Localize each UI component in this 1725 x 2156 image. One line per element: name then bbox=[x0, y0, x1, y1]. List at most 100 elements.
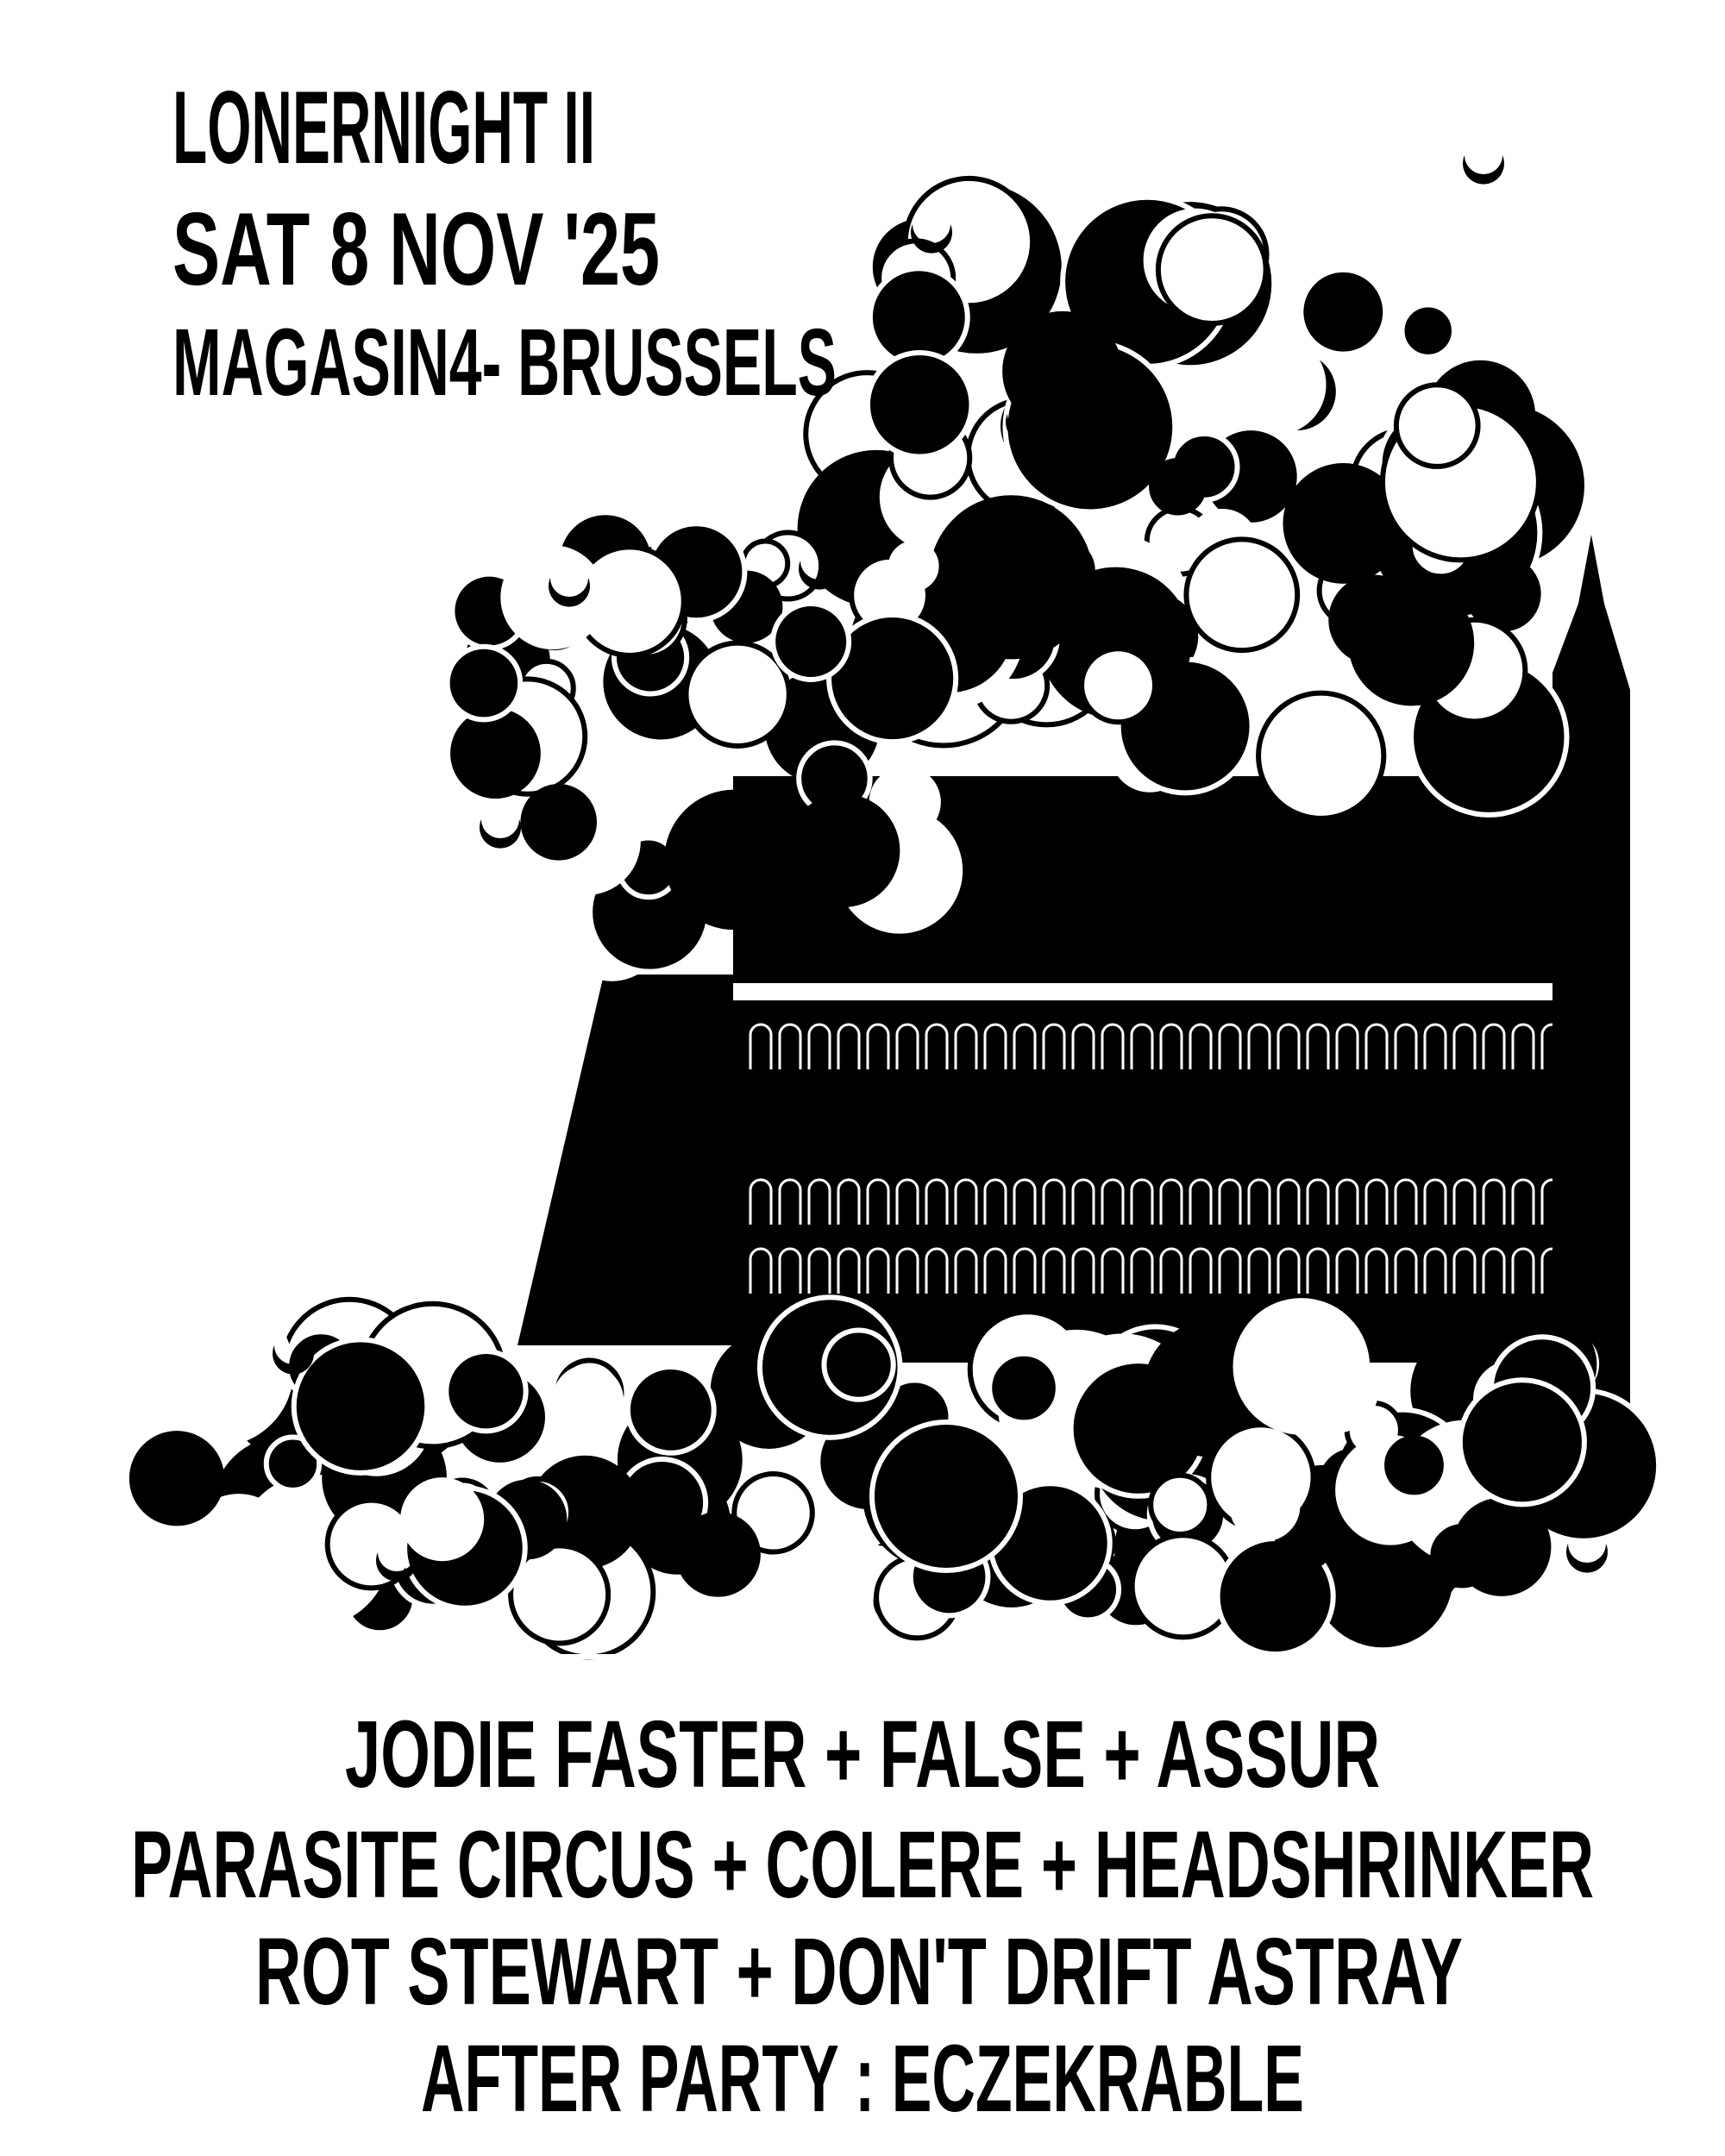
cloud-puff bbox=[129, 1431, 225, 1526]
cloud-puff bbox=[444, 643, 524, 723]
arch bbox=[1130, 1247, 1154, 1294]
arch bbox=[1042, 1023, 1066, 1069]
cloud-puff bbox=[992, 1356, 1056, 1420]
cloud-puff bbox=[1183, 536, 1301, 654]
cloud-puff bbox=[1226, 334, 1327, 436]
arch bbox=[1482, 1247, 1506, 1294]
arch bbox=[1071, 1247, 1095, 1294]
arch bbox=[1189, 1247, 1213, 1294]
spire bbox=[1552, 535, 1630, 1423]
arch bbox=[1247, 1178, 1271, 1225]
arch bbox=[1511, 1023, 1535, 1069]
arch bbox=[1482, 1178, 1506, 1225]
arch bbox=[1276, 1178, 1301, 1225]
arch bbox=[749, 1178, 773, 1225]
arch bbox=[1247, 1247, 1271, 1294]
cloud-puff bbox=[1256, 690, 1387, 821]
cloud-puff bbox=[821, 1327, 896, 1402]
arch bbox=[1101, 1023, 1125, 1069]
cloud-puff bbox=[1457, 1377, 1587, 1507]
roof-band bbox=[733, 983, 1552, 1000]
cloud-puff bbox=[793, 915, 853, 975]
arch bbox=[925, 1178, 949, 1225]
arch bbox=[1042, 1178, 1066, 1225]
arch bbox=[1159, 1023, 1183, 1069]
arch bbox=[1159, 1178, 1183, 1225]
lineup-line-2: PARASITE CIRCUS + COLERE + HEADSHRINKER bbox=[131, 1812, 1594, 1918]
arch bbox=[1071, 1023, 1095, 1069]
arch bbox=[954, 1023, 978, 1069]
cloud-puff bbox=[869, 1419, 1024, 1574]
arch bbox=[1511, 1247, 1535, 1294]
arch bbox=[1189, 1023, 1213, 1069]
cloud-puff bbox=[786, 793, 900, 907]
arch bbox=[807, 1023, 831, 1069]
cloud-puff bbox=[664, 789, 805, 931]
arch bbox=[1306, 1023, 1330, 1069]
cloud-puff bbox=[826, 612, 959, 745]
cloud-puff bbox=[1002, 310, 1123, 432]
arch bbox=[1013, 1178, 1037, 1225]
arch bbox=[1101, 1247, 1125, 1294]
crescent-moon-icon bbox=[1566, 1544, 1608, 1573]
arch bbox=[1452, 1247, 1477, 1294]
arch bbox=[1452, 1023, 1477, 1069]
arch bbox=[1130, 1178, 1154, 1225]
arch bbox=[1218, 1023, 1242, 1069]
arch bbox=[866, 1023, 890, 1069]
arch bbox=[1423, 1247, 1447, 1294]
arch bbox=[749, 1023, 773, 1069]
cloud-puff bbox=[627, 1501, 687, 1561]
cloud-puff bbox=[1079, 646, 1158, 725]
arch bbox=[837, 1247, 861, 1294]
arch bbox=[983, 1178, 1007, 1225]
crescent-moon-icon bbox=[1471, 379, 1514, 409]
arch bbox=[778, 1247, 802, 1294]
arch bbox=[1276, 1247, 1301, 1294]
lineup-line-4: AFTER PARTY : ECZEKRABLE bbox=[421, 2026, 1304, 2132]
cloud-puff bbox=[263, 1434, 323, 1493]
arch bbox=[1218, 1247, 1242, 1294]
arch bbox=[1189, 1178, 1213, 1225]
arch bbox=[1364, 1247, 1389, 1294]
crescent-moon-icon bbox=[911, 224, 952, 254]
cloud-puff bbox=[1155, 213, 1269, 327]
cloud-puff bbox=[291, 1337, 430, 1476]
arch bbox=[1364, 1023, 1389, 1069]
cloud-puff bbox=[450, 708, 541, 799]
arch bbox=[1423, 1178, 1447, 1225]
arch bbox=[1306, 1247, 1330, 1294]
cloud-puff bbox=[888, 541, 939, 592]
arch bbox=[895, 1023, 919, 1069]
arch bbox=[1394, 1178, 1418, 1225]
arch bbox=[895, 1247, 919, 1294]
cloud-puff bbox=[1030, 538, 1095, 604]
arch bbox=[983, 1247, 1007, 1294]
arch bbox=[1247, 1023, 1271, 1069]
event-venue: MAGASIN4- BRUSSELS bbox=[172, 310, 837, 416]
crescent-moon-icon bbox=[1463, 155, 1504, 185]
cloud-puff bbox=[1149, 458, 1207, 516]
arch bbox=[1394, 1023, 1418, 1069]
cloud-puff bbox=[1384, 1435, 1444, 1495]
crescent-moon-icon bbox=[480, 819, 521, 849]
arch bbox=[807, 1178, 831, 1225]
building bbox=[518, 535, 1630, 1423]
arch bbox=[925, 1023, 949, 1069]
cloud-puff bbox=[1298, 266, 1389, 357]
cloud-puff bbox=[864, 349, 975, 460]
arch bbox=[1013, 1023, 1037, 1069]
cloud-puff bbox=[520, 784, 597, 861]
arch bbox=[1306, 1178, 1330, 1225]
arch bbox=[1335, 1178, 1359, 1225]
arch bbox=[837, 1178, 861, 1225]
arch bbox=[1130, 1023, 1154, 1069]
arch bbox=[866, 1247, 890, 1294]
arch bbox=[1159, 1247, 1183, 1294]
arch bbox=[866, 1178, 890, 1225]
cloud-puff bbox=[770, 600, 852, 682]
bottom-edge bbox=[138, 1654, 1630, 1659]
arch bbox=[1394, 1247, 1418, 1294]
cloud-puff bbox=[1393, 382, 1481, 469]
